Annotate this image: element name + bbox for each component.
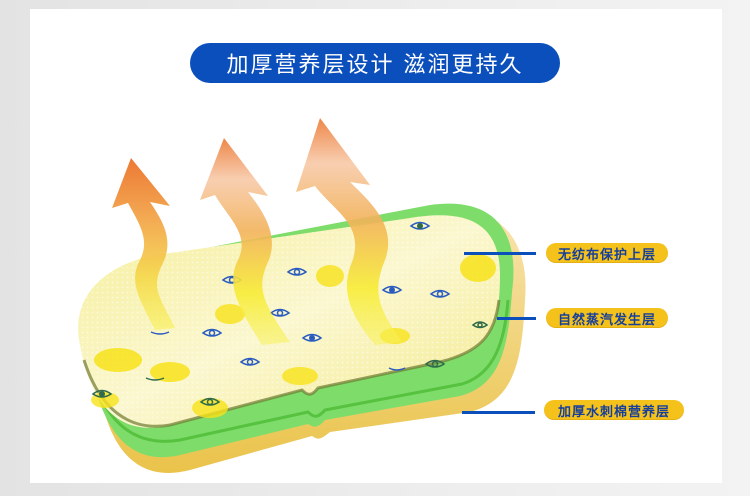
steam-arrow-icon: [200, 138, 290, 345]
connector-line-top-layer: [464, 252, 536, 255]
steam-arrow-icon: [296, 118, 402, 345]
eye-pattern-icon: [91, 221, 489, 406]
top-protection-layer: [78, 215, 501, 428]
steam-arrow-icon: [112, 158, 175, 330]
page-title: 加厚营养层设计 滋润更持久: [190, 43, 560, 83]
connector-line-steam-layer: [497, 317, 536, 320]
connector-line-nutrition-layer: [462, 411, 535, 414]
layer-label-middle: 自然蒸汽发生层: [546, 308, 668, 328]
layer-label-bottom: 加厚水刺棉营养层: [544, 400, 684, 420]
layer-label-top: 无纺布保护上层: [546, 243, 668, 263]
